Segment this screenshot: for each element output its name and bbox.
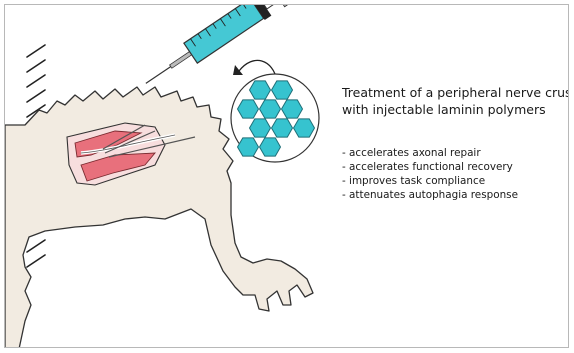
syringe-barrel: [184, 5, 264, 63]
laminin-hexagon: [272, 119, 293, 137]
figure-frame: Treatment of a peripheral nerve crush wi…: [4, 4, 569, 348]
laminin-hexagon: [260, 138, 281, 156]
hatch-line: [27, 60, 45, 72]
hatch-line: [27, 240, 45, 252]
benefit-item: - improves task compliance: [342, 174, 518, 188]
benefit-item: - attenuates autophagia response: [342, 188, 518, 202]
benefit-item: - accelerates functional recovery: [342, 160, 518, 174]
magnify-arrowhead: [233, 65, 243, 75]
laminin-hexagon: [250, 119, 271, 137]
hatch-line: [27, 255, 45, 267]
figure-title: Treatment of a peripheral nerve crush wi…: [342, 84, 567, 118]
laminin-hexagon: [272, 81, 293, 99]
hatch-line: [27, 45, 45, 57]
benefits-list: - accelerates axonal repair - accelerate…: [342, 146, 518, 202]
laminin-hexagon: [250, 81, 271, 99]
hatch-line: [27, 90, 45, 102]
laminin-hexagon: [282, 100, 303, 118]
laminin-hexagon: [260, 100, 281, 118]
syringe-needle: [170, 52, 192, 69]
hatch-line: [27, 75, 45, 87]
title-line-2: with injectable laminin polymers: [342, 101, 567, 118]
benefit-item: - accelerates axonal repair: [342, 146, 518, 160]
laminin-hexagon: [294, 119, 315, 137]
laminin-hexagon: [238, 100, 259, 118]
laminin-hexagon: [238, 138, 259, 156]
title-line-1: Treatment of a peripheral nerve crush: [342, 84, 567, 101]
needle-tip: [146, 67, 171, 84]
